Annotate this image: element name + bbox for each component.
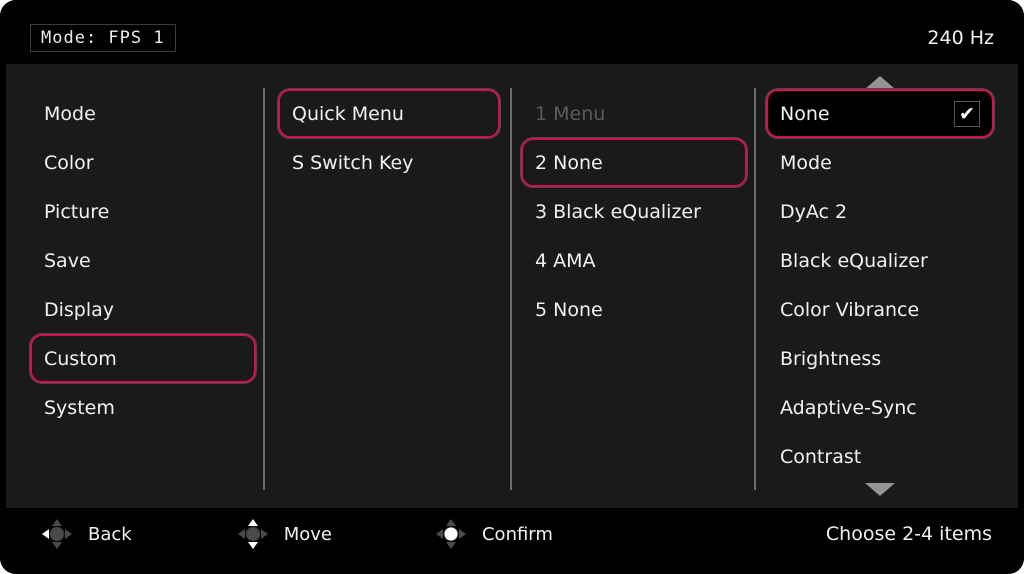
menu-item-label: Color (44, 151, 94, 174)
submenu-item-label: S Switch Key (292, 151, 414, 174)
menu-item-custom[interactable]: Custom (30, 334, 256, 383)
back-action[interactable]: Back (40, 517, 132, 551)
option-item-label: Color Vibrance (780, 298, 920, 321)
slot-item-label: 3 Black eQualizer (535, 200, 701, 223)
main-menu-column: Mode Color Picture Save Display Custom S… (30, 89, 256, 432)
slot-item-5-none[interactable]: 5 None (521, 285, 747, 334)
submenu-item-label: Quick Menu (292, 102, 404, 125)
option-item-contrast[interactable]: Contrast (766, 432, 994, 481)
slot-item-label: 2 None (535, 151, 603, 174)
dpad-up-down-icon (236, 517, 270, 551)
move-label: Move (283, 523, 332, 545)
osd-header: Mode: FPS 1 240 Hz (0, 0, 1024, 64)
current-mode-label: Mode: FPS 1 (30, 24, 176, 52)
menu-item-system[interactable]: System (30, 383, 256, 432)
quick-menu-slots-column: 1 Menu 2 None 3 Black eQualizer 4 AMA 5 … (521, 89, 747, 334)
scroll-up-icon[interactable] (865, 76, 895, 89)
menu-item-label: System (44, 396, 115, 419)
option-item-adaptive-sync[interactable]: Adaptive-Sync (766, 383, 994, 432)
option-item-label: Black eQualizer (780, 249, 928, 272)
submenu-item-s-switch-key[interactable]: S Switch Key (278, 138, 500, 187)
slot-item-1-menu: 1 Menu (521, 89, 747, 138)
option-item-label: Brightness (780, 347, 882, 370)
menu-item-label: Display (44, 298, 115, 321)
slot-item-2-none[interactable]: 2 None (521, 138, 747, 187)
menu-item-label: Save (44, 249, 91, 272)
option-item-dyac-2[interactable]: DyAc 2 (766, 187, 994, 236)
menu-item-mode[interactable]: Mode (30, 89, 256, 138)
scroll-down-icon[interactable] (865, 483, 895, 496)
back-label: Back (88, 523, 132, 545)
option-item-brightness[interactable]: Brightness (766, 334, 994, 383)
column-divider (510, 88, 512, 490)
option-item-color-vibrance[interactable]: Color Vibrance (766, 285, 994, 334)
option-item-label: Adaptive-Sync (780, 396, 917, 419)
option-item-mode[interactable]: Mode (766, 138, 994, 187)
confirm-action[interactable]: Confirm (434, 517, 553, 551)
option-item-label: Contrast (780, 445, 862, 468)
dpad-left-icon (40, 517, 74, 551)
slot-item-4-ama[interactable]: 4 AMA (521, 236, 747, 285)
slot-item-label: 5 None (535, 298, 603, 321)
osd-footer: Back Move Confirm Choose 2-4 items (0, 508, 1024, 574)
confirm-label: Confirm (481, 523, 553, 545)
dpad-press-icon (434, 517, 468, 551)
slot-item-label: 1 Menu (535, 102, 606, 125)
refresh-rate: 240 Hz (927, 27, 994, 49)
menu-item-display[interactable]: Display (30, 285, 256, 334)
option-item-label: Mode (780, 151, 832, 174)
option-item-label: None (780, 102, 830, 125)
selection-hint: Choose 2-4 items (825, 523, 992, 545)
option-item-none[interactable]: None ✔ (766, 89, 994, 138)
column-divider (263, 88, 265, 490)
move-action[interactable]: Move (236, 517, 332, 551)
slot-item-label: 4 AMA (535, 249, 596, 272)
menu-item-label: Mode (44, 102, 96, 125)
menu-item-picture[interactable]: Picture (30, 187, 256, 236)
slot-item-3-black-equalizer[interactable]: 3 Black eQualizer (521, 187, 747, 236)
osd-body-panel (6, 64, 1018, 508)
check-icon: ✔ (954, 100, 980, 127)
submenu-item-quick-menu[interactable]: Quick Menu (278, 89, 500, 138)
menu-item-save[interactable]: Save (30, 236, 256, 285)
menu-item-label: Custom (44, 347, 117, 370)
slot-options-column: None ✔ Mode DyAc 2 Black eQualizer Color… (766, 89, 994, 481)
column-divider (754, 88, 756, 490)
menu-item-label: Picture (44, 200, 110, 223)
option-item-black-equalizer[interactable]: Black eQualizer (766, 236, 994, 285)
custom-submenu-column: Quick Menu S Switch Key (278, 89, 500, 187)
menu-item-color[interactable]: Color (30, 138, 256, 187)
option-item-label: DyAc 2 (780, 200, 848, 223)
